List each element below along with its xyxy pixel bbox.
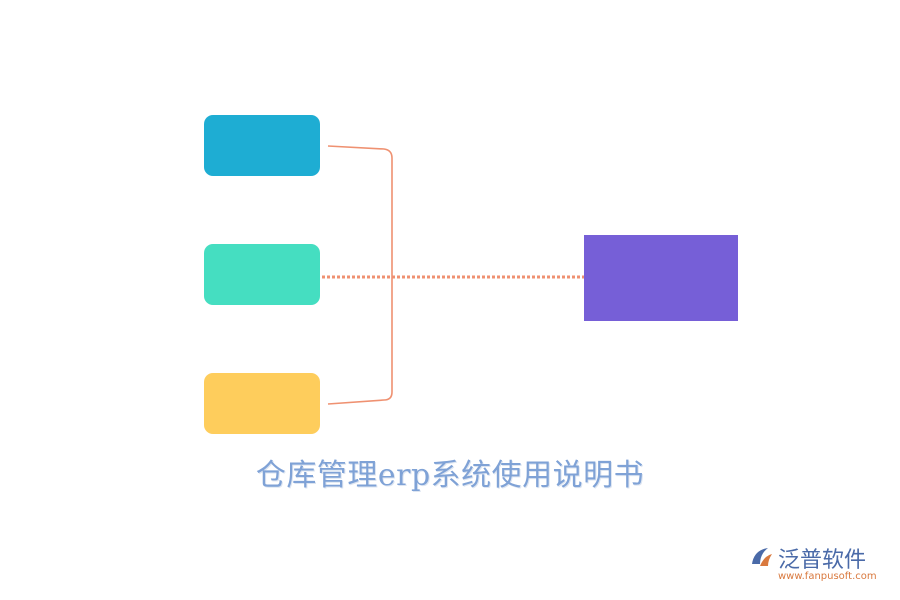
brand-watermark[interactable]: 泛普软件 www.fanpusoft.com [748,542,888,586]
bracket-connector [327,145,393,405]
brand-url: www.fanpusoft.com [778,571,877,582]
source-box-yellow [204,373,320,434]
brand-name: 泛普软件 [778,548,867,573]
source-box-blue [204,115,320,176]
fanpu-logo-icon [752,548,772,566]
source-box-teal [204,244,320,305]
diagram-caption: 仓库管理erp系统使用说明书 [255,458,645,493]
target-box-purple [584,235,738,321]
